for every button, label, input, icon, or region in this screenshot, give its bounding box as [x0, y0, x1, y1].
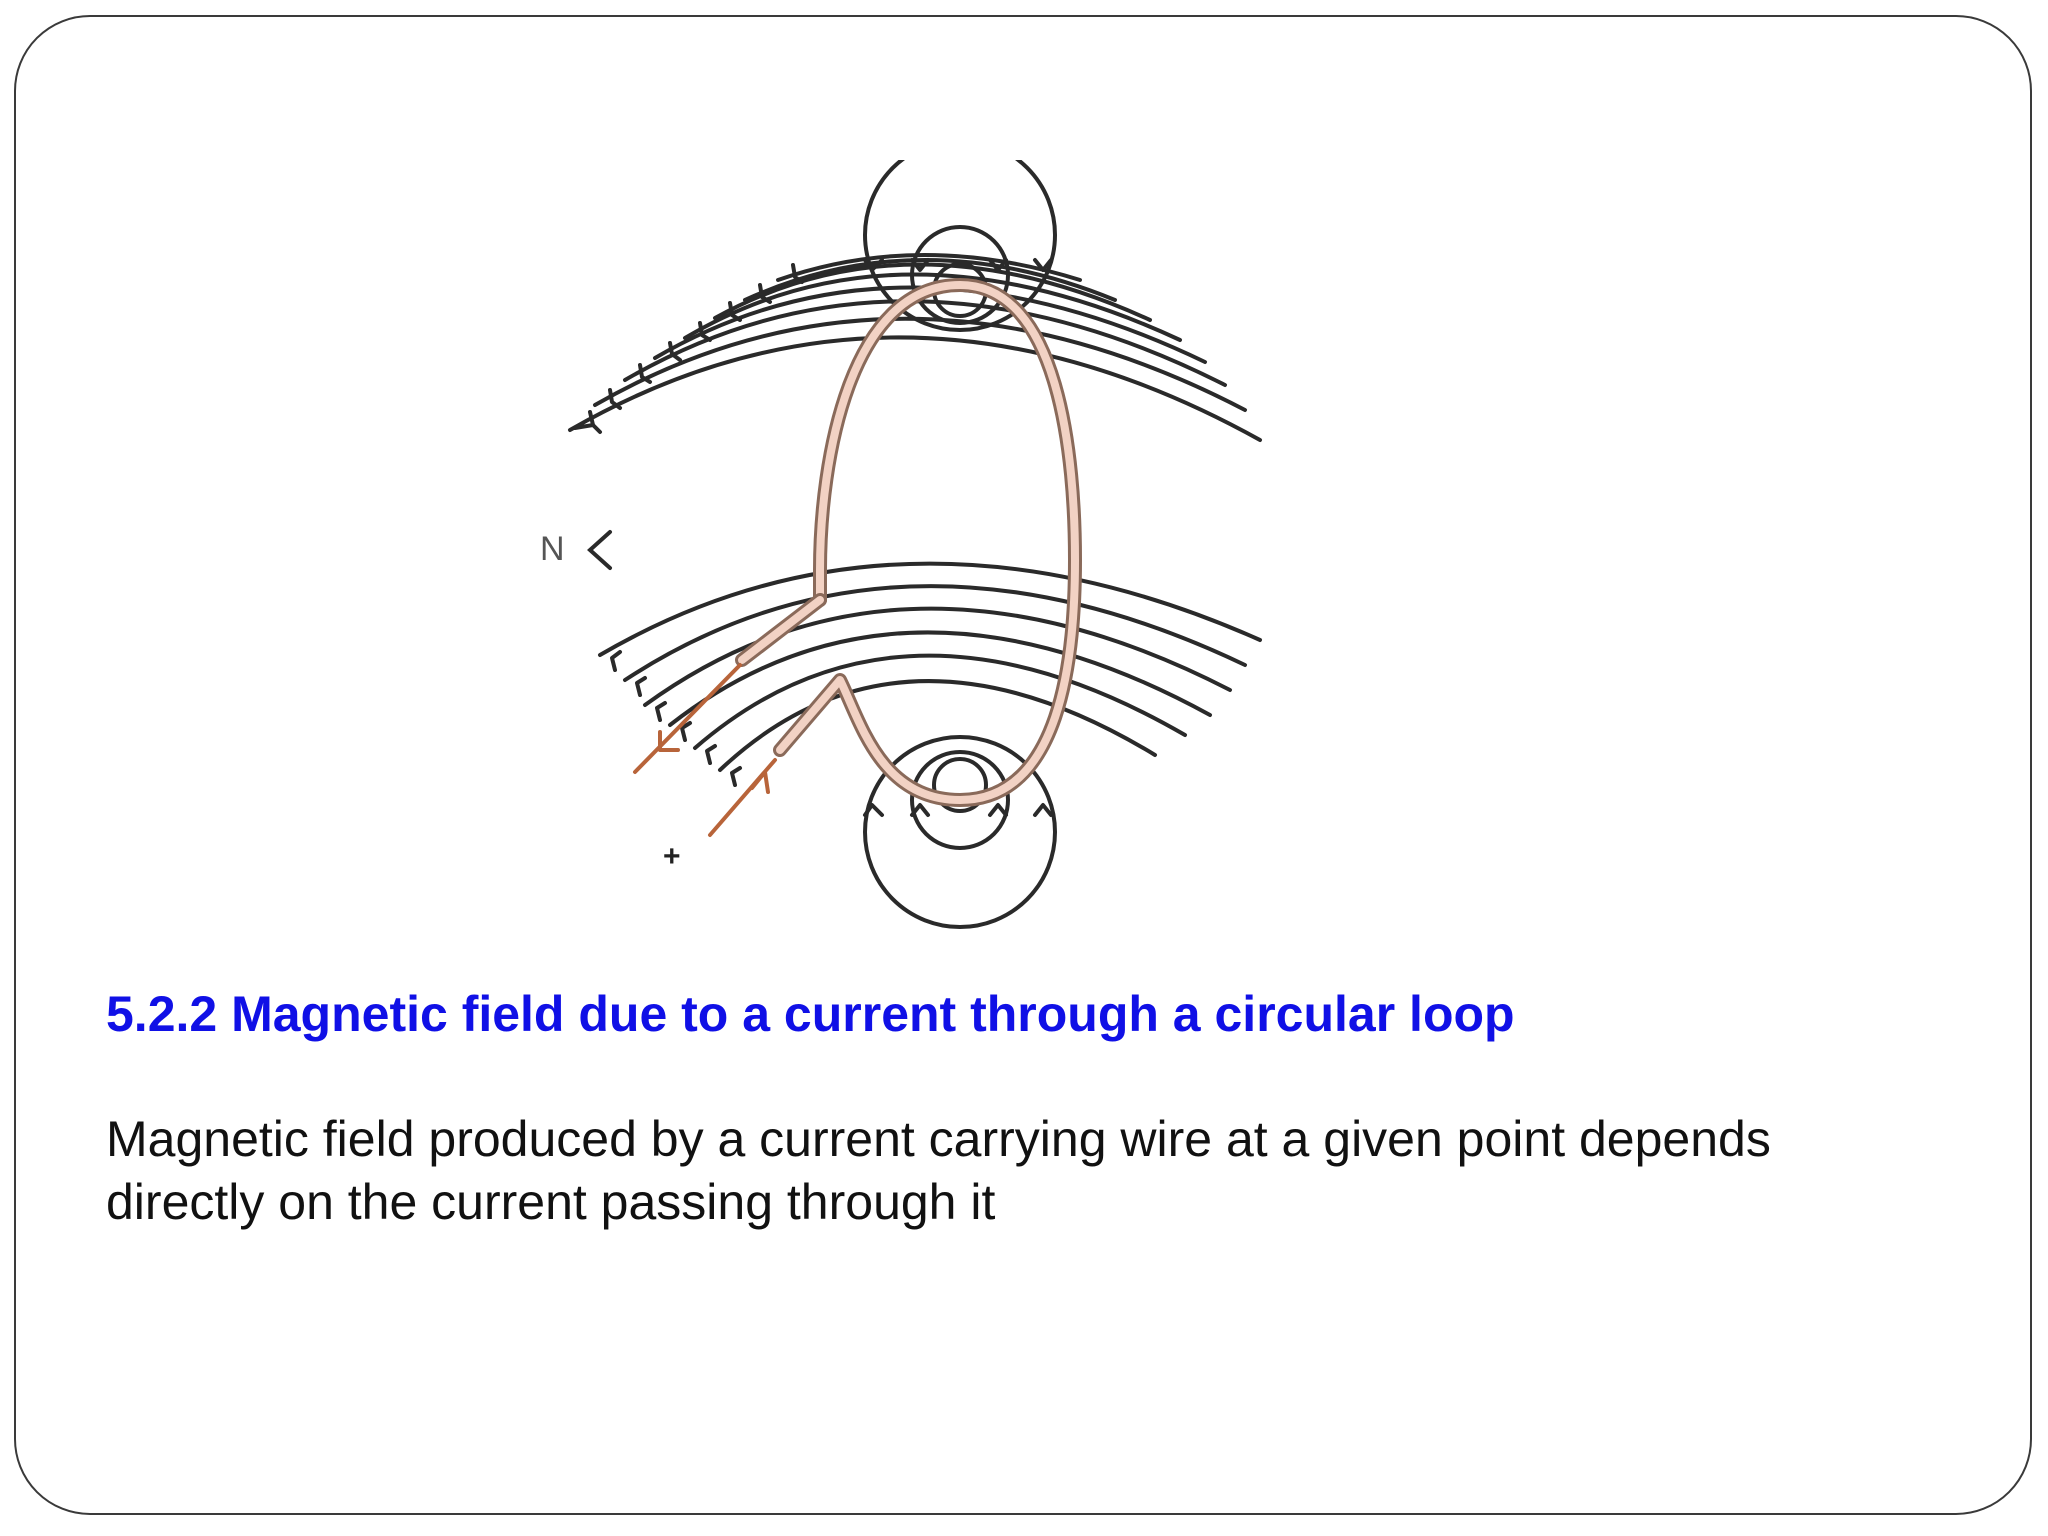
field-circle	[863, 160, 1057, 332]
field-line	[668, 630, 1212, 727]
north-chevron	[587, 530, 612, 570]
field-circle	[863, 735, 1057, 929]
field-line	[593, 316, 1247, 412]
arrowhead	[791, 263, 804, 284]
field-line	[598, 561, 1262, 657]
arrowhead	[705, 744, 717, 765]
field-line	[693, 653, 1187, 750]
arrowhead	[655, 701, 667, 722]
field-circle	[932, 757, 988, 813]
arrowhead	[638, 363, 652, 384]
wire-lead-fill	[738, 596, 824, 664]
arrowhead	[863, 258, 884, 272]
arrowhead	[730, 766, 742, 787]
arrowhead	[728, 301, 742, 322]
wire-loop	[735, 278, 1082, 807]
arrowhead	[1033, 258, 1053, 272]
plus-label: +	[663, 840, 681, 873]
arrowhead	[910, 803, 930, 817]
arrowhead	[750, 770, 770, 794]
arrowhead	[758, 283, 772, 304]
arrowhead	[658, 730, 680, 752]
arrowhead	[698, 321, 712, 342]
arrowhead	[680, 721, 692, 742]
field-line	[776, 253, 1082, 282]
body-line: Magnetic field produced by a current car…	[106, 1111, 1771, 1167]
current-arrows	[633, 663, 777, 837]
field-line	[718, 679, 1157, 772]
arrowhead	[863, 803, 884, 817]
field-lines	[568, 160, 1262, 929]
arrowhead	[610, 650, 622, 672]
section-heading: 5.2.2 Magnetic field due to a current th…	[106, 986, 1515, 1042]
circular-loop-figure: N +	[520, 160, 1320, 930]
field-line	[568, 335, 1262, 442]
field-line	[743, 258, 1117, 302]
arrowhead	[573, 423, 595, 430]
magnetic-field-diagram: N +	[540, 160, 1262, 929]
arrowhead	[988, 258, 1008, 272]
north-label: N	[540, 530, 565, 568]
field-circle	[910, 225, 1010, 325]
body-paragraph: Magnetic field produced by a current car…	[106, 1108, 1886, 1234]
arrowhead	[1033, 803, 1053, 817]
arrowhead	[668, 341, 682, 362]
body-line: directly on the current passing through …	[106, 1174, 996, 1230]
field-circle	[910, 750, 1010, 850]
field-arrowheads	[573, 258, 1053, 817]
field-line	[713, 262, 1152, 322]
wire-fill	[776, 281, 1079, 804]
field-line	[643, 606, 1232, 707]
arrowhead	[988, 803, 1008, 817]
arrowhead	[635, 676, 647, 697]
current-arrow-out	[633, 663, 742, 774]
arrowhead	[608, 388, 622, 410]
field-line	[683, 272, 1182, 342]
field-line	[623, 584, 1247, 682]
arrowhead	[910, 258, 930, 272]
